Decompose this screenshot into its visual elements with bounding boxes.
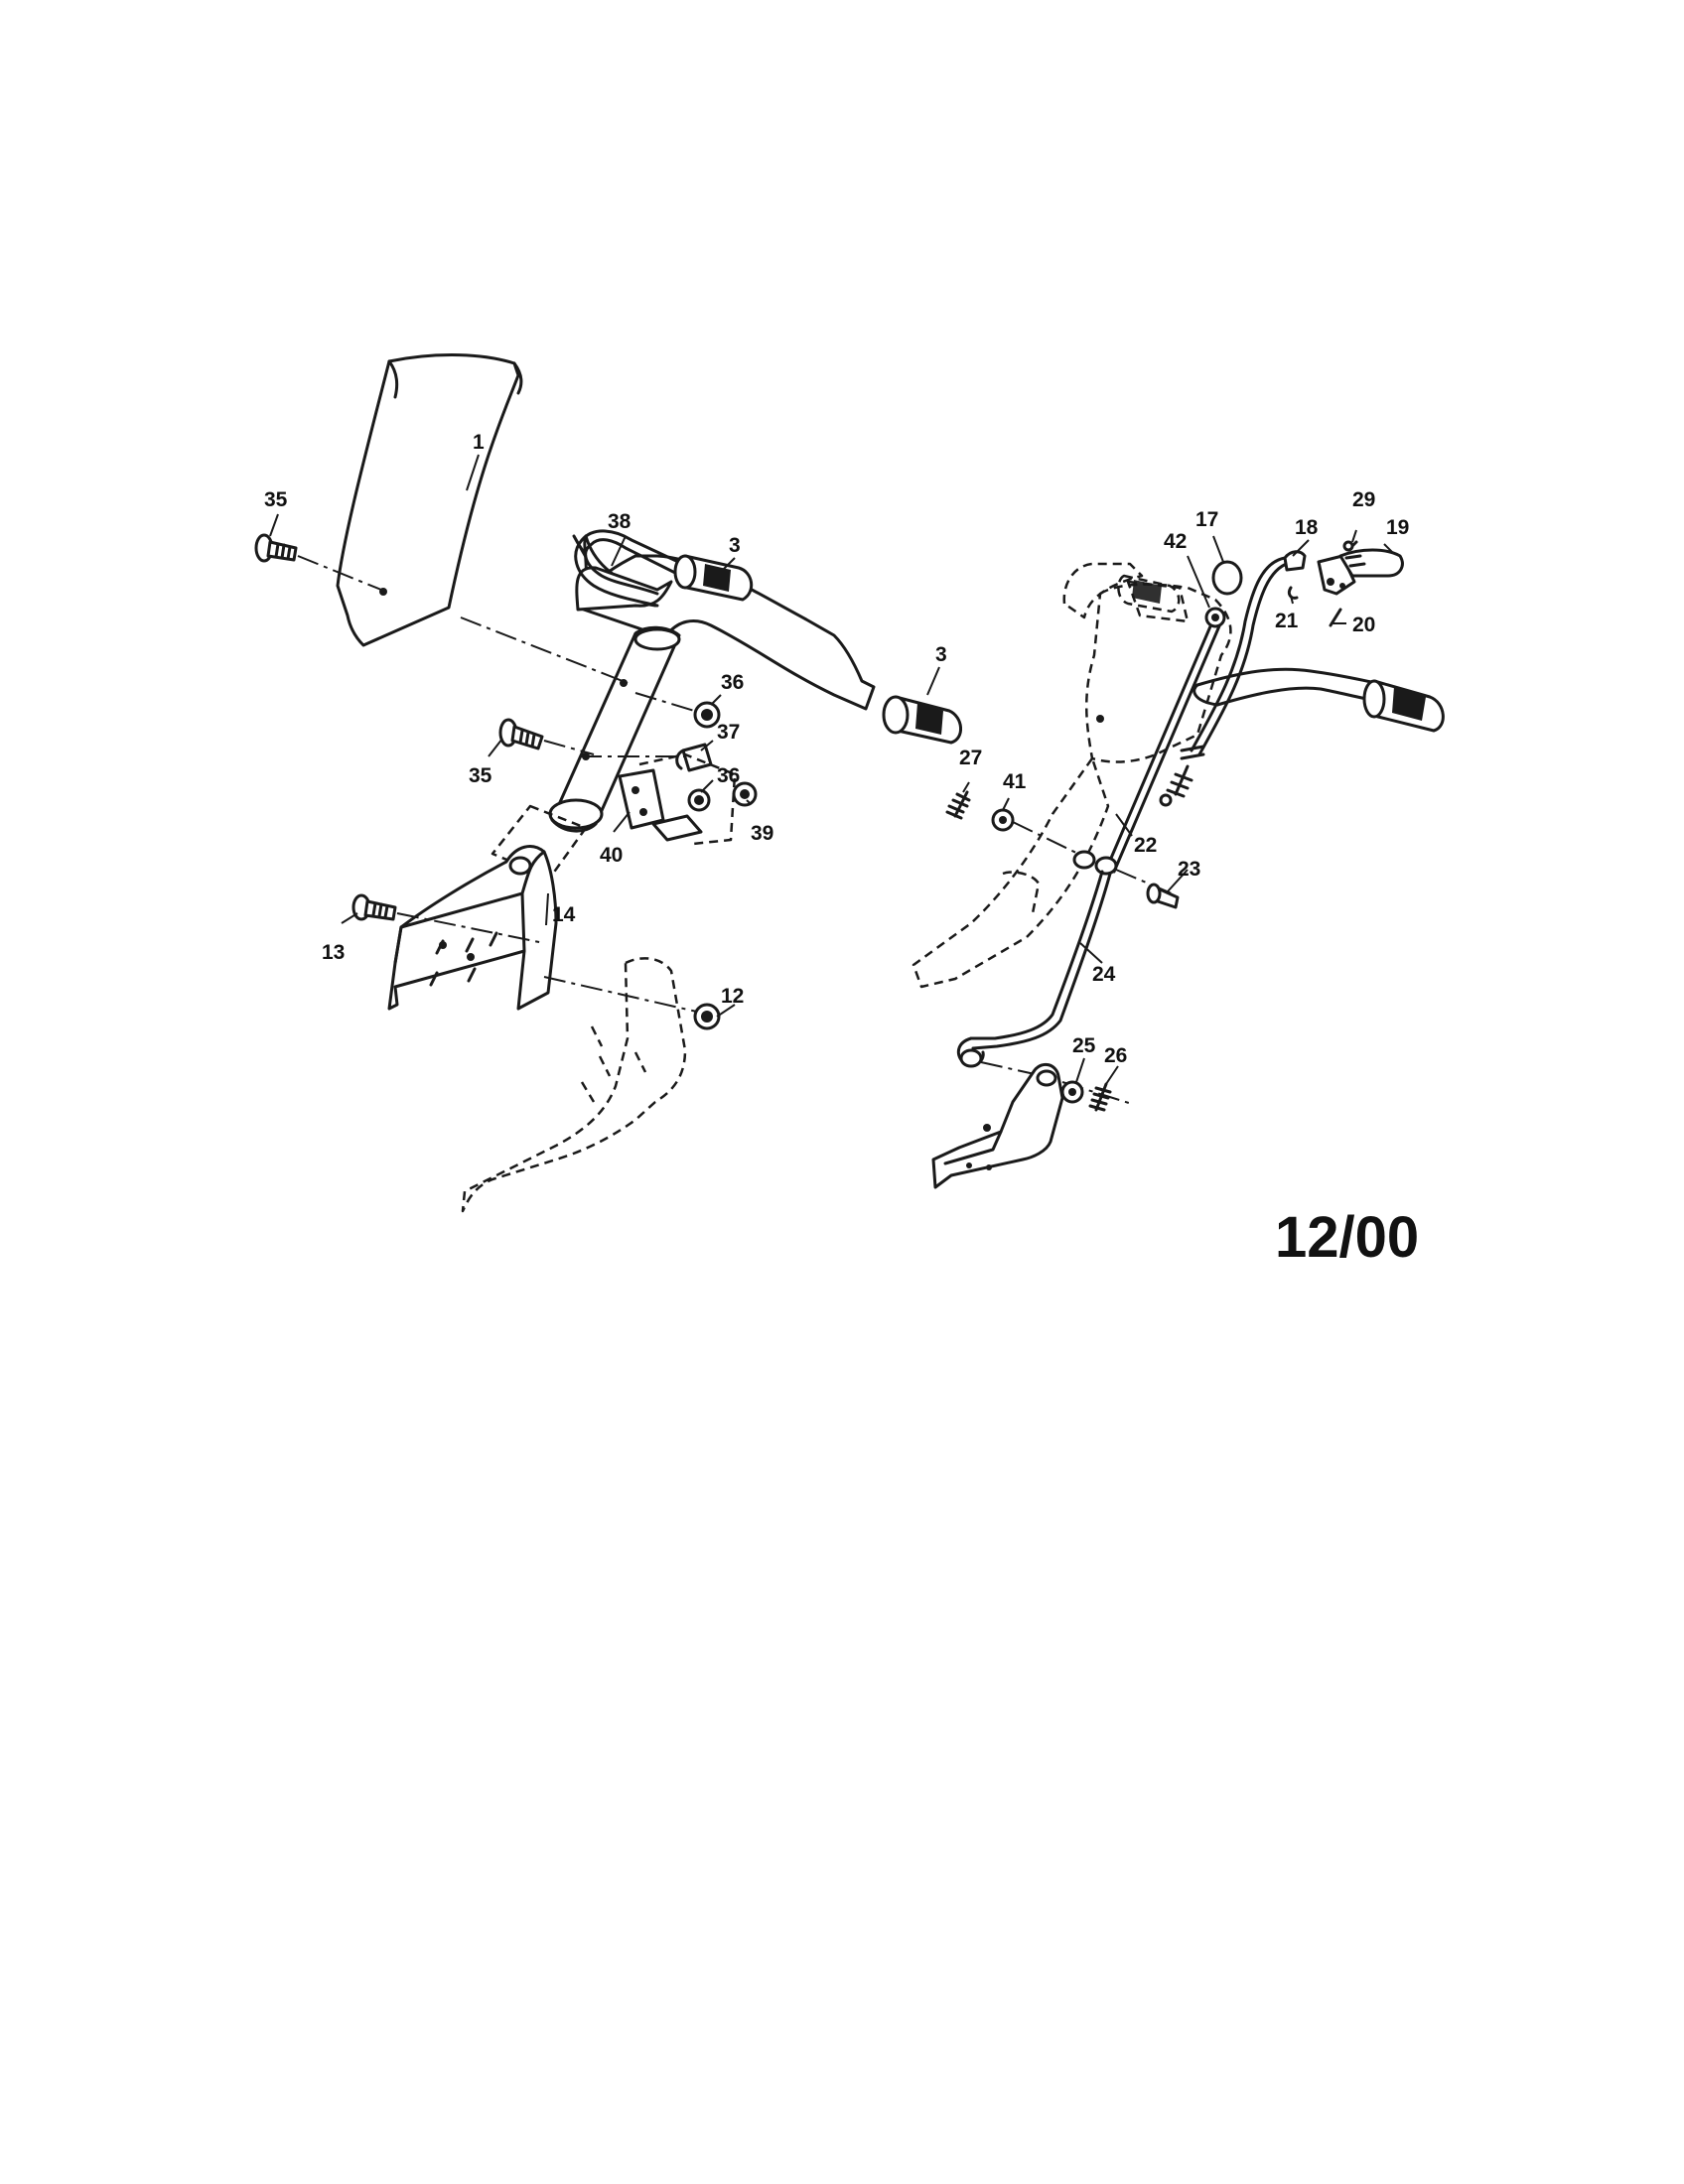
leader-lines [269,454,1393,1085]
tine-frame-phantom [461,957,687,1213]
centerline-35-to-1 [297,555,382,591]
centerline-35b [543,740,595,755]
part-3-grip-lower [882,695,962,745]
callout-39: 39 [751,822,773,845]
part-13-bolt [351,893,397,921]
frame-slots-phantom [580,1025,647,1103]
bracket-phantom [638,752,737,846]
centerline-13 [396,912,545,944]
centerline-24-to-bracket [980,1061,1053,1079]
callout-13: 13 [322,941,345,964]
callout-35-lower: 35 [469,764,492,787]
callout-22: 22 [1134,834,1157,857]
part-41-washer [991,808,1015,832]
callout-41: 41 [1003,770,1027,793]
centerline-to-12 [543,976,702,1014]
part-17-knob [1211,560,1243,596]
callout-29: 29 [1352,488,1375,511]
callout-12: 12 [721,985,744,1008]
part-22-control-rod [1104,617,1223,874]
part-35-bolt-lower [498,718,544,751]
callout-23: 23 [1178,858,1200,881]
callout-19: 19 [1386,516,1409,539]
callout-26: 26 [1104,1044,1127,1067]
part-23-pin [1146,883,1180,909]
callout-25: 25 [1072,1034,1096,1057]
lower-right-bracket [931,1062,1064,1189]
part-14-mount-bracket [387,845,558,1011]
part-27-spring [945,790,971,820]
centerline-1-to-handle [460,616,629,684]
part-40-bracket [618,768,703,842]
callout-1: 1 [473,431,485,454]
phantom-handle-right [912,562,1232,989]
callout-38: 38 [608,510,632,533]
callout-14: 14 [552,903,576,926]
callout-40: 40 [600,844,623,867]
cable-assembly [1159,556,1295,807]
callout-21: 21 [1275,610,1299,632]
part-36-nut-lower [687,788,711,812]
callout-18: 18 [1295,516,1319,539]
date-code: 12/00 [1275,1205,1419,1270]
callout-42: 42 [1164,530,1187,553]
part-42-nut [1204,607,1226,628]
right-grip-upper-phantom [1117,574,1181,614]
centerline-36a [634,692,702,714]
part-12-nut [693,1003,721,1030]
handlebar-left-loop [574,529,693,608]
centerline-41 [1012,821,1079,855]
control-lever-assembly [1283,540,1404,627]
right-grip-lower [1362,679,1445,733]
callout-36-upper: 36 [721,671,744,694]
part-35-bolt-upper [254,533,298,563]
callout-27: 27 [959,747,982,769]
callout-3-lower: 3 [935,643,947,666]
part-3-grip-upper [673,554,754,602]
part-24-link-rod [956,870,1112,1068]
part-1-console-panel [336,353,523,647]
callout-36-lower: 36 [717,764,740,787]
part-26-spring [1088,1082,1112,1112]
part-39-nut [732,781,758,807]
part-25-washer [1060,1080,1084,1104]
callout-35-upper: 35 [264,488,288,511]
part-38-handlebar [548,534,876,833]
callout-labels: 1 35 38 3 3 36 37 35 36 39 40 14 13 12 1… [264,431,1409,1067]
callout-24: 24 [1092,963,1116,986]
part-36-nut-upper [693,701,721,729]
rod-pivot-eyes [1072,850,1118,876]
right-handlebar-bar [1193,667,1378,707]
callout-17: 17 [1195,508,1218,531]
callout-20: 20 [1352,614,1375,636]
callout-37: 37 [717,721,740,744]
callout-3-upper: 3 [729,534,741,557]
part-37-clip [675,743,713,772]
